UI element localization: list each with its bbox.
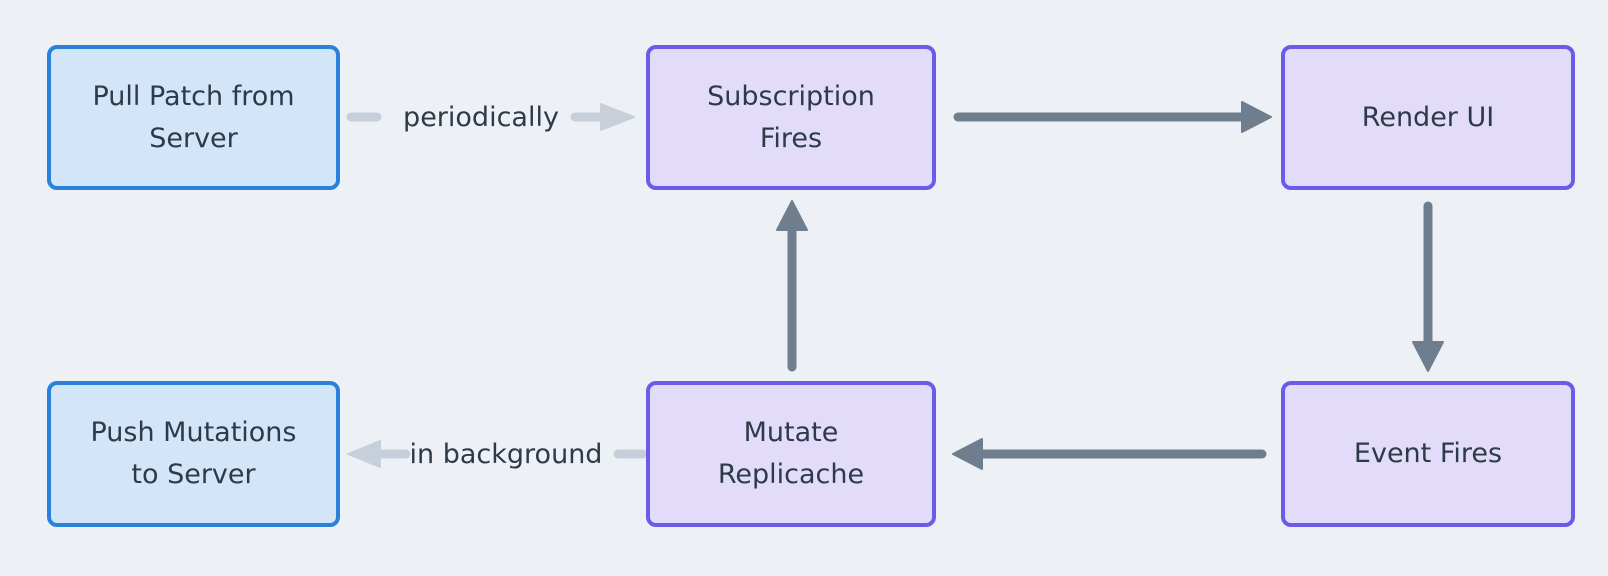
arrow-event-fires-to-mutate bbox=[952, 438, 1267, 470]
edge-label-in-background: in background bbox=[409, 439, 603, 470]
arrow-subscription-to-render-ui bbox=[953, 101, 1272, 133]
node-render-ui: Render UI bbox=[1281, 45, 1575, 190]
node-label: Pull Patch from Server bbox=[92, 80, 295, 154]
node-push-mutations-to-server: Push Mutations to Server bbox=[47, 381, 340, 527]
arrow-mutate-to-subscription bbox=[776, 200, 808, 372]
edge-label-periodically: periodically bbox=[403, 102, 559, 133]
node-label: Event Fires bbox=[1353, 438, 1503, 469]
arrow-render-ui-to-event-fires bbox=[1412, 201, 1444, 372]
node-label: Push Mutations to Server bbox=[90, 417, 297, 490]
arrow-pull-patch-to-subscription bbox=[346, 103, 635, 131]
node-event-fires: Event Fires bbox=[1281, 381, 1575, 527]
node-pull-patch-from-server: Pull Patch from Server bbox=[47, 45, 340, 190]
node-label: Mutate Replicache bbox=[717, 417, 865, 490]
node-mutate-replicache: Mutate Replicache bbox=[646, 381, 936, 527]
node-subscription-fires: Subscription Fires bbox=[646, 45, 936, 190]
node-label: Render UI bbox=[1361, 101, 1495, 133]
arrow-mutate-to-push-mutations bbox=[347, 440, 648, 468]
node-label: Subscription Fires bbox=[707, 80, 875, 154]
